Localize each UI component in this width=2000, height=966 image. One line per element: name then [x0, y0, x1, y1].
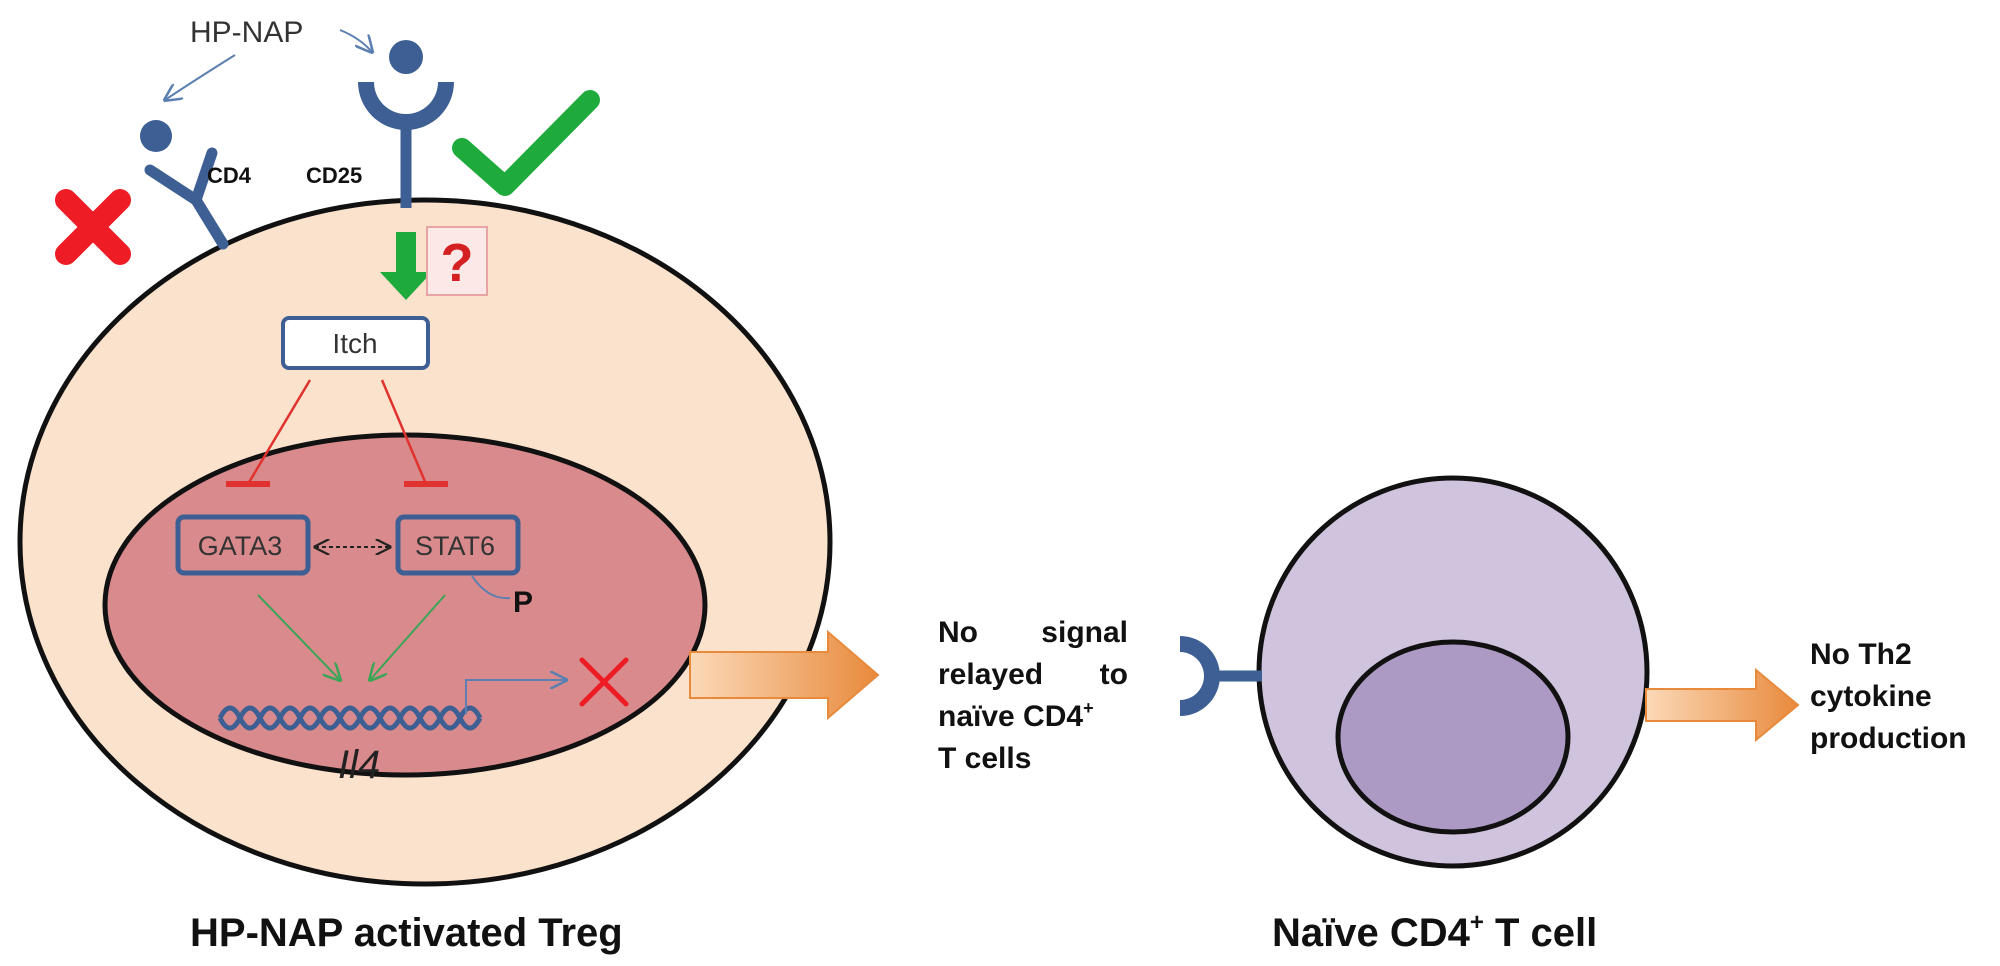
th2-line-3: production	[1810, 722, 1967, 755]
naive-caption-sup: +	[1470, 909, 1484, 936]
gata3-activates-il4-arrow	[257, 594, 340, 680]
cd4-label: CD4	[207, 163, 252, 188]
naive-caption-post: T cell	[1484, 911, 1597, 955]
naive-nucleus	[1335, 639, 1571, 835]
signal-line-3: naïve CD4+	[938, 698, 1094, 733]
signal-text-block: No signal relayed to naïve CD4+ T cells	[938, 616, 1128, 775]
signal-line-1a: No	[938, 616, 978, 649]
signal-line-2a: relayed	[938, 658, 1043, 691]
cd4-receptor-icon	[144, 147, 229, 250]
treg-to-signal-arrow	[689, 629, 880, 721]
hp-nap-bound-cd25-icon	[389, 40, 423, 74]
transcription-blocked-icon	[579, 657, 629, 707]
signal-line-3-sup: +	[1083, 698, 1094, 718]
cd25-label: CD25	[306, 163, 362, 188]
phospho-label: P	[513, 586, 533, 619]
activation-arrow-icon	[380, 232, 432, 300]
naive-to-th2-arrow	[1645, 667, 1800, 743]
th2-line-1: No Th2	[1810, 638, 1912, 671]
th2-line-2: cytokine	[1810, 680, 1932, 713]
stat6-label: STAT6	[415, 531, 495, 561]
signal-line-2b: to	[1100, 658, 1128, 691]
treg-caption: HP-NAP activated Treg	[190, 911, 623, 955]
itch-label: Itch	[332, 328, 377, 359]
il4-gene-label: Il4	[338, 743, 380, 787]
cd25-receptor-icon	[358, 82, 454, 208]
stat6-box	[395, 514, 521, 576]
check-icon	[452, 90, 600, 196]
question-box	[426, 226, 488, 296]
naive-caption-pre: Naïve CD4	[1272, 911, 1471, 955]
hp-nap-label: HP-NAP	[190, 16, 303, 49]
transcription-arrow	[465, 680, 566, 714]
hp-nap-bound-cd4-icon	[140, 120, 172, 152]
itch-box	[281, 316, 430, 370]
itch-inhibits-stat6-icon	[380, 379, 448, 487]
phosphorylation-link	[471, 575, 511, 600]
signal-line-3-main: naïve CD4	[938, 700, 1083, 733]
signal-line-4: T cells	[938, 742, 1031, 775]
gata3-label: GATA3	[198, 531, 283, 561]
hp-nap-to-cd25-arrow	[339, 29, 372, 52]
cross-icon	[55, 189, 131, 265]
gata3-box	[175, 514, 311, 576]
hp-nap-to-cd4-arrow	[165, 54, 236, 100]
signal-line-1b: signal	[1041, 616, 1128, 649]
stat6-activates-il4-arrow	[370, 594, 446, 680]
th2-text-block: No Th2 cytokine production	[1810, 638, 1967, 755]
naive-caption: Naïve CD4+ T cell	[1272, 909, 1597, 955]
naive-receptor-icon	[1180, 636, 1262, 716]
itch-inhibits-gata3-icon	[226, 379, 312, 487]
dna-icon	[217, 705, 483, 731]
question-icon: ?	[441, 233, 474, 293]
